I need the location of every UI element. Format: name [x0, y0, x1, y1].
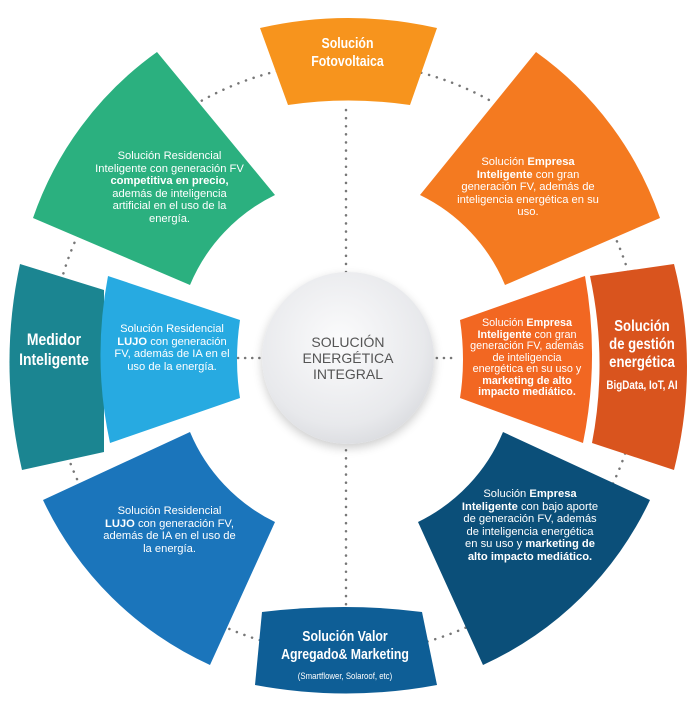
text: con gran generación FV, además de inteli…: [470, 328, 584, 375]
bold-text: Empresa Inteligente: [477, 317, 573, 341]
text: con generación FV, además de IA en el us…: [114, 335, 230, 373]
text: con gran generación FV, además de inteli…: [457, 168, 599, 219]
segment-residencial-inteligente: [33, 52, 275, 285]
title-line: Inteligente: [19, 350, 89, 369]
title-line: de gestión: [609, 336, 675, 353]
bold-text: Empresa Inteligente: [476, 156, 575, 181]
text: además de inteligencia artificial en el …: [112, 187, 227, 225]
segment-empresa-bottom: [418, 432, 650, 665]
text: Solución: [483, 488, 530, 500]
bold-text: marketing de alto impacto mediático.: [467, 538, 595, 563]
text: con bajo aporte de generación FV, además…: [463, 500, 599, 551]
bold-text: LUJO: [105, 517, 135, 530]
center-line-3: INTEGRAL: [312, 366, 383, 382]
segment-lujo-bottom: [43, 432, 275, 665]
title-line: Solución: [321, 35, 374, 52]
bold-text: competitiva en precio,: [110, 175, 229, 187]
text: con generación FV, además de IA en el us…: [103, 517, 236, 555]
empresa-bottom-text: Solución Empresa Inteligente con bajo ap…: [460, 488, 600, 563]
residencial-inteligente-text: Solución Residencial Inteligente con gen…: [92, 150, 247, 225]
title-line: Fotovoltaica: [311, 53, 384, 70]
segment-gestion: [590, 264, 687, 470]
bold-text: LUJO: [117, 335, 148, 348]
valor-subtitle: (Smartflower, Solaroof, etc): [297, 671, 393, 682]
center-line-1: SOLUCIÓN: [311, 334, 385, 350]
segment-fotovoltaica: [260, 18, 437, 105]
title-line: Solución: [614, 318, 670, 335]
text: Solución: [481, 317, 527, 329]
title-line: energética: [609, 354, 675, 371]
lujo-bottom-text: Solución Residencial LUJO con generación…: [102, 505, 237, 555]
text: Solución Residencial: [120, 323, 224, 335]
bold-text: Empresa Inteligente: [461, 488, 577, 513]
text: Solución Residencial: [117, 505, 222, 517]
residencial-lujo-text: Solución Residencial LUJO con generación…: [112, 323, 232, 373]
title-line: Medidor: [26, 330, 82, 349]
center-circle: SOLUCIÓN ENERGÉTICA INTEGRAL: [262, 272, 434, 444]
text: Solución: [481, 156, 528, 168]
empresa-marketing-text: Solución Empresa Inteligente con gran ge…: [466, 317, 588, 399]
title-line: Agregado& Marketing: [281, 646, 409, 663]
gestion-subtitle: BigData, IoT, AI: [606, 378, 678, 392]
empresa-inteligente-text: Solución Empresa Inteligente con gran ge…: [452, 156, 604, 219]
title-line: Solución Valor: [302, 628, 388, 645]
segment-empresa-marketing: [460, 276, 593, 443]
segment-valor-agregado: [255, 607, 437, 694]
bold-text: marketing de alto impacto mediático.: [478, 374, 576, 398]
text: Solución Residencial Inteligente con gen…: [95, 150, 244, 175]
segment-residencial-lujo: [100, 276, 241, 443]
center-line-2: ENERGÉTICA: [302, 350, 394, 366]
segment-empresa-inteligente: [420, 52, 660, 285]
segment-medidor: [9, 264, 104, 470]
